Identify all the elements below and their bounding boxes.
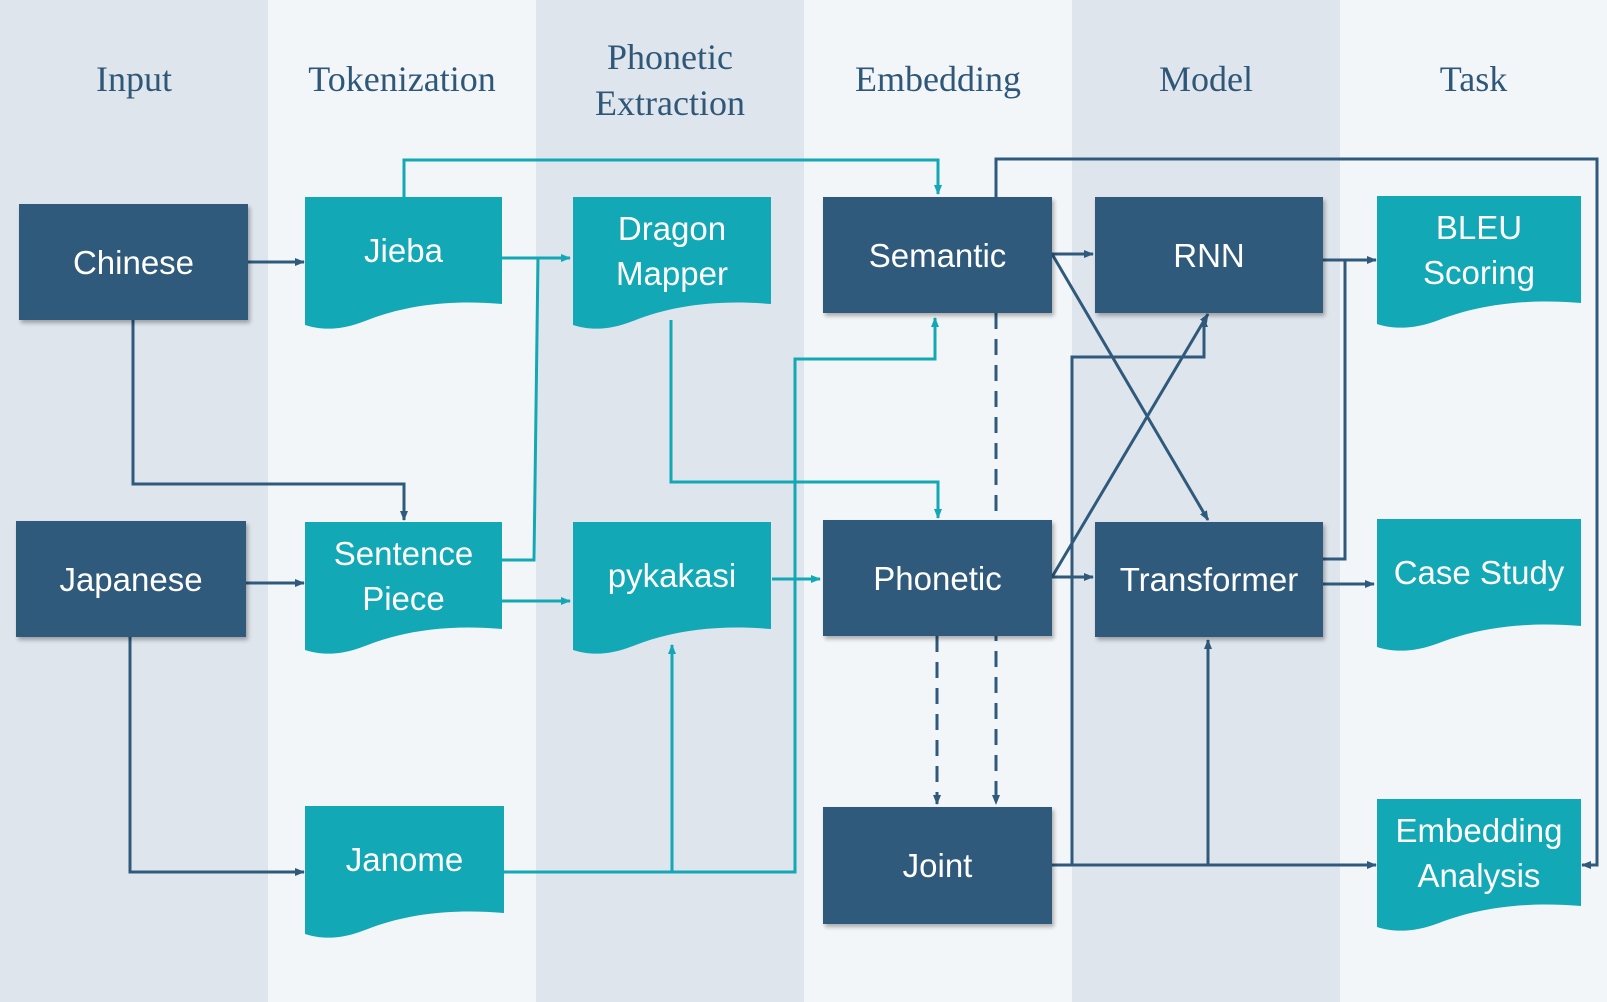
- node-embeddinganalysis-label: Embedding Analysis: [1395, 811, 1563, 894]
- lane-title-tokenization: Tokenization: [308, 59, 496, 99]
- document-shape-icon: [305, 197, 502, 329]
- edge-janome-semantic: [672, 317, 939, 874]
- node-sentencepiece-label: Sentence Piece: [333, 534, 474, 617]
- node-casestudy[interactable]: Case Study: [1377, 519, 1581, 652]
- node-bleu-label: BLEU Scoring: [1423, 208, 1535, 291]
- node-transformer[interactable]: Transformer: [1095, 522, 1323, 637]
- edge-dragonmapper-phonetic: [669, 320, 942, 519]
- edge-chinese-sentencepiece: [131, 320, 408, 521]
- edge-jieba-semantic: [402, 158, 942, 198]
- edge-janome-pykakasi: [504, 644, 676, 874]
- lane-input: Input: [0, 0, 268, 1002]
- node-bleu[interactable]: BLEU Scoring: [1377, 196, 1581, 329]
- node-chinese[interactable]: Chinese: [19, 204, 248, 320]
- node-semantic[interactable]: Semantic: [823, 197, 1052, 313]
- node-janome-label: Janome: [345, 841, 464, 878]
- lane-phonetic-extraction: Phonetic Extraction: [536, 0, 804, 1002]
- node-phonetic[interactable]: Phonetic: [823, 520, 1052, 636]
- lane-title-model: Model: [1159, 59, 1253, 99]
- node-dragonmapper[interactable]: Dragon Mapper: [573, 197, 771, 330]
- edge-semantic-transformer: [1050, 253, 1210, 521]
- edge-joint-rnn: [1070, 317, 1208, 865]
- node-pykakasi-label: pykakasi: [607, 557, 737, 594]
- node-jieba-label: Jieba: [364, 232, 443, 269]
- lane-title-input: Input: [96, 59, 172, 99]
- document-shape-icon: [1377, 519, 1581, 651]
- node-janome[interactable]: Janome: [305, 806, 504, 939]
- node-sentencepiece[interactable]: Sentence Piece: [305, 522, 502, 655]
- edge-sentencepiece-dragonmapper: [502, 257, 540, 562]
- node-joint[interactable]: Joint: [823, 807, 1052, 924]
- document-shape-icon: [1377, 799, 1581, 931]
- node-rnn[interactable]: RNN: [1095, 197, 1323, 313]
- document-shape-icon: [573, 522, 771, 654]
- node-jieba[interactable]: Jieba: [305, 197, 502, 330]
- document-shape-icon: [305, 806, 504, 938]
- lane-model: Model: [1072, 0, 1340, 1002]
- lane-title-phonetic-extraction: Phonetic Extraction: [595, 37, 745, 123]
- node-japanese[interactable]: Japanese: [16, 521, 246, 637]
- lane-title-task: Task: [1439, 59, 1508, 99]
- edge-transformer-bleu: [1322, 260, 1347, 561]
- document-shape-icon: [305, 522, 502, 654]
- node-dragonmapper-label: Dragon Mapper: [616, 209, 728, 292]
- document-shape-icon: [573, 197, 771, 329]
- lane-title-embedding: Embedding: [855, 59, 1021, 99]
- node-casestudy-label: Case Study: [1393, 554, 1565, 591]
- edge-japanese-janome: [128, 637, 305, 876]
- edge-semantic-embeddinganalysis: [994, 157, 1599, 869]
- node-pykakasi[interactable]: pykakasi: [573, 522, 771, 655]
- node-embeddinganalysis[interactable]: Embedding Analysis: [1377, 799, 1581, 932]
- document-shape-icon: [1377, 196, 1581, 328]
